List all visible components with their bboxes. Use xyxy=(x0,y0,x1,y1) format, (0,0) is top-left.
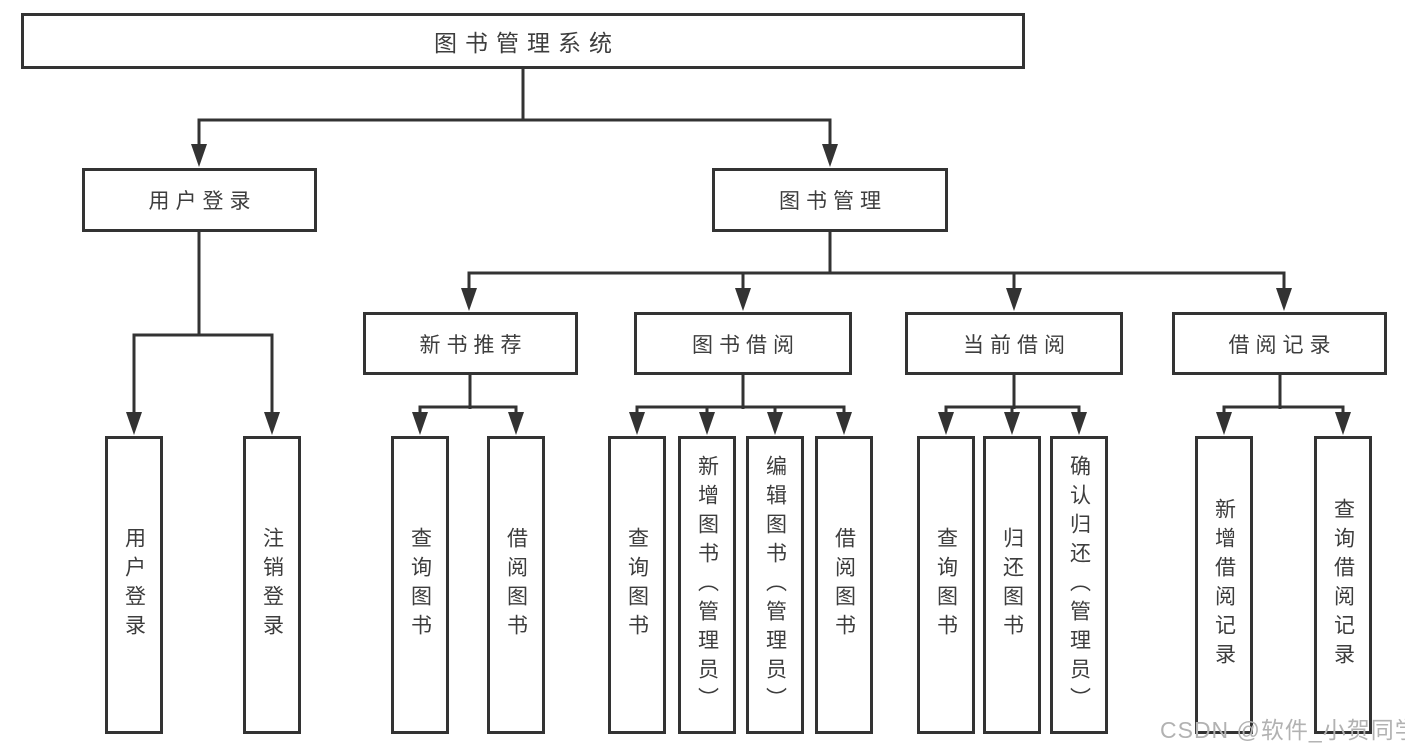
leaf-query-books-borrowing: 查询图书 xyxy=(608,436,666,734)
node-book-management: 图书管理 xyxy=(712,168,948,232)
leaf-add-books-admin: 新增图书（管理员） xyxy=(678,436,736,734)
node-current-borrowing: 当前借阅 xyxy=(905,312,1123,375)
leaf-query-books-current: 查询图书 xyxy=(917,436,975,734)
arrowheads xyxy=(126,144,1351,435)
leaf-edit-books-admin: 编辑图书（管理员） xyxy=(746,436,804,734)
leaf-borrow-books-recommend: 借阅图书 xyxy=(487,436,545,734)
leaf-user-login: 用户登录 xyxy=(105,436,163,734)
leaf-return-books: 归还图书 xyxy=(983,436,1041,734)
leaf-borrow-books: 借阅图书 xyxy=(815,436,873,734)
leaf-query-books-recommend: 查询图书 xyxy=(391,436,449,734)
node-borrowing-records: 借阅记录 xyxy=(1172,312,1387,375)
node-library-management-system: 图书管理系统 xyxy=(21,13,1025,69)
leaf-confirm-return-admin: 确认归还（管理员） xyxy=(1050,436,1108,734)
watermark-text: CSDN @软件_小贺同学 xyxy=(1160,717,1405,743)
leaf-add-borrow-record: 新增借阅记录 xyxy=(1195,436,1253,734)
node-user-login: 用户登录 xyxy=(82,168,317,232)
node-new-book-recommend: 新书推荐 xyxy=(363,312,578,375)
node-book-borrowing: 图书借阅 xyxy=(634,312,852,375)
leaf-query-borrow-record: 查询借阅记录 xyxy=(1314,436,1372,734)
leaf-logout-login: 注销登录 xyxy=(243,436,301,734)
